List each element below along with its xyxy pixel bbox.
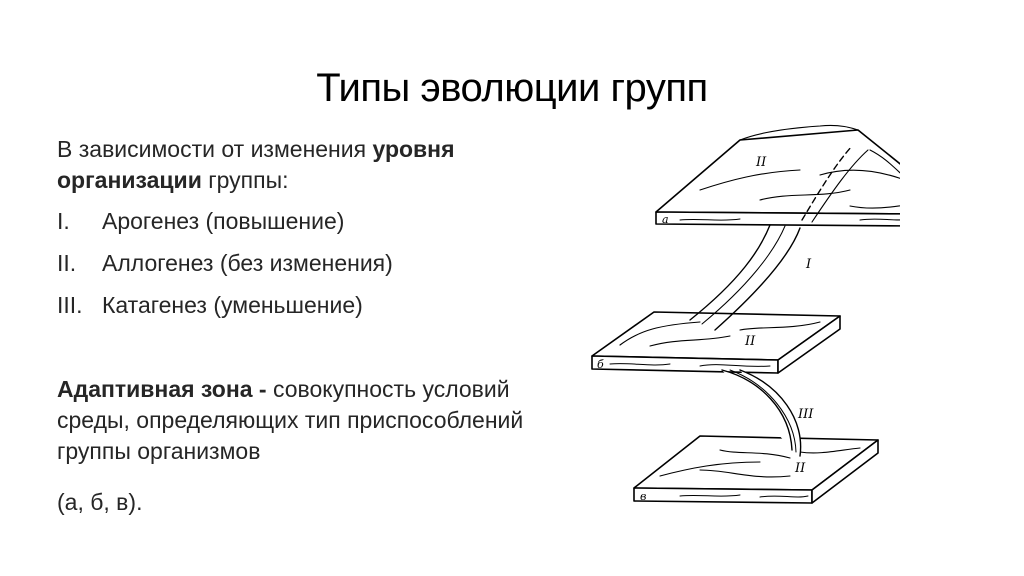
level-label-upper-stem: I [805,257,812,272]
list-number: I. [57,208,70,234]
definition-term: Адаптивная зона - [57,376,267,402]
middle-plate [591,311,841,374]
top-plate [655,124,900,227]
definition-paragraph: Адаптивная зона - совокупность условий с… [57,374,527,467]
plate-label-b: б [597,358,604,371]
level-label-bottom: II [794,461,806,476]
list-text: Аллогенез (без изменения) [102,250,393,276]
slide-title: Типы эволюции групп [316,66,708,110]
definition-text: совокупность условий среды, определяющих… [57,376,524,464]
lower-stem [721,369,802,457]
level-label-lower-stem: III [797,407,814,422]
list-number: III. [57,292,83,318]
level-label-middle: II [744,334,756,349]
intro-prefix: В зависимости от изменения [57,136,373,162]
plate-label-v: в [640,490,646,503]
list-text: Катагенез (уменьшение) [102,292,363,318]
list-number: II. [57,250,77,276]
intro-paragraph: В зависимости от изменения уровня органи… [57,134,557,196]
adaptive-zones-diagram: а б в II I II III II [591,124,900,504]
intro-suffix: группы: [201,167,289,193]
bottom-plate [633,435,879,504]
zones-note: (а, б, в). [57,489,143,515]
plate-label-a: а [662,213,669,226]
list-text: Арогенез (повышение) [102,208,345,234]
level-label-top: II [755,155,767,170]
intro-bold: уровня организации [57,136,455,193]
upper-stem [689,224,801,331]
